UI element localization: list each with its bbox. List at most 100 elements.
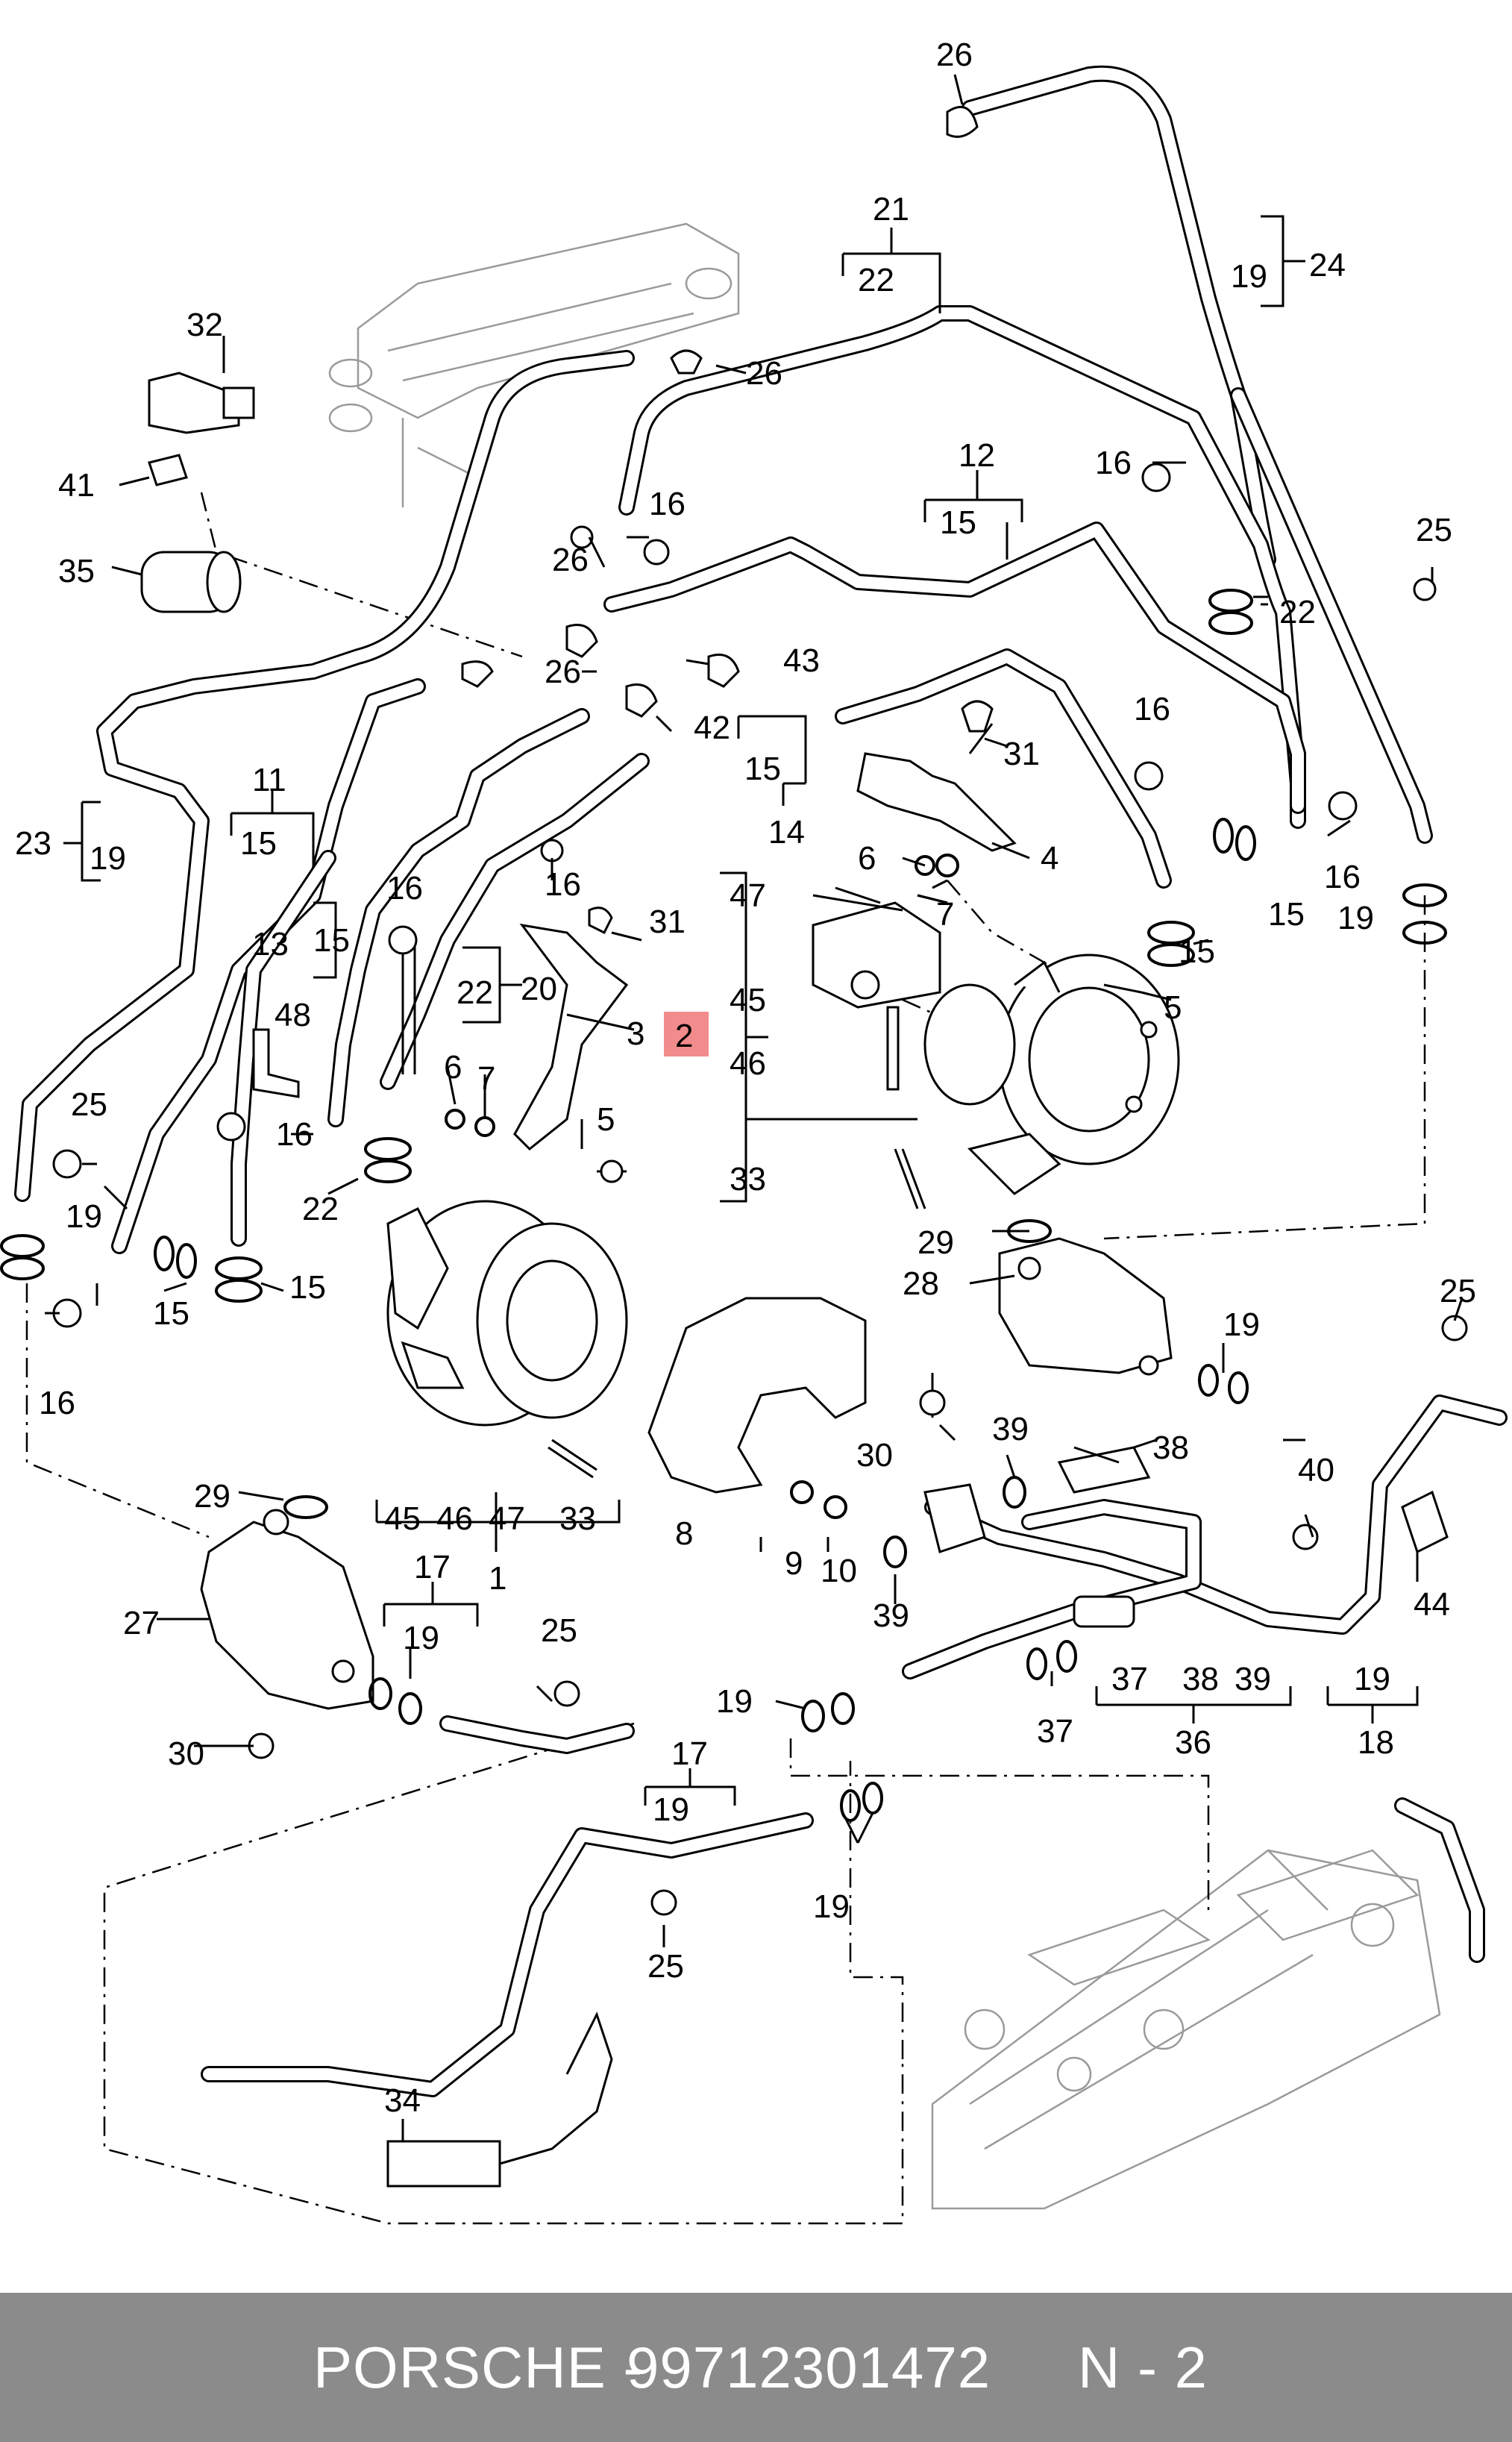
coolant-pipe	[923, 1446, 1151, 1628]
callout-15-d: 15	[1268, 896, 1305, 933]
bracket-48	[252, 1028, 300, 1098]
footer-page-label: N - 2	[1078, 2334, 1208, 2400]
callout-19-e: 19	[403, 1620, 439, 1656]
callout-35: 35	[58, 553, 95, 589]
callout-16-g: 16	[276, 1116, 313, 1153]
callout-15-g: 15	[289, 1269, 326, 1306]
callout-4: 4	[1041, 840, 1058, 877]
callout-48: 48	[275, 997, 311, 1033]
callout-40: 40	[1298, 1452, 1334, 1488]
callout-22-b: 22	[457, 974, 493, 1011]
callout-37-b: 37	[1037, 1713, 1073, 1750]
callout-13: 13	[252, 926, 289, 962]
manifold-27	[200, 1509, 374, 1710]
callout-16-f: 16	[386, 870, 423, 907]
callout-16-d: 16	[545, 866, 581, 903]
callout-19-d: 19	[1223, 1306, 1260, 1343]
callout-22-a: 22	[1279, 594, 1316, 630]
callout-19-g: 19	[716, 1683, 753, 1720]
callout-34: 34	[384, 2082, 421, 2119]
callout-47-a: 47	[730, 877, 766, 914]
footer-brand: PORSCHE -	[313, 2334, 644, 2400]
callouts: 26 21 22 19 2 4 32 26 41 16 12 15 16 25 3…	[15, 37, 1476, 2119]
callout-30-b: 30	[168, 1735, 204, 1772]
callout-16-h: 16	[39, 1385, 75, 1421]
callout-39-a: 39	[992, 1411, 1029, 1447]
callout-25-e: 25	[647, 1948, 684, 1985]
callout-39-b: 39	[873, 1597, 909, 1634]
fitting-32	[148, 372, 255, 434]
leader-lines	[45, 74, 1464, 2141]
valve-35	[140, 551, 242, 613]
callout-14: 14	[768, 814, 805, 851]
callout-28: 28	[903, 1265, 939, 1302]
callout-33-b: 33	[559, 1500, 596, 1537]
fasteners	[52, 463, 1468, 1916]
group-brackets	[63, 215, 1419, 1806]
callout-25-b: 25	[71, 1086, 107, 1123]
callout-31-a: 31	[1003, 736, 1040, 772]
callout-37-a: 37	[1111, 1661, 1148, 1697]
callout-45-b: 45	[384, 1500, 421, 1537]
callout-19-a: 19	[90, 840, 126, 877]
callout-3: 3	[627, 1015, 644, 1052]
turbocharger-right	[923, 954, 1180, 1195]
manifold-28	[998, 1237, 1173, 1376]
clamps	[148, 105, 1449, 1554]
callout-46-b: 46	[436, 1500, 473, 1537]
highlight-callout-2	[664, 1012, 709, 1056]
callout-19-c: 19	[66, 1198, 102, 1235]
callout-33-a: 33	[730, 1161, 766, 1197]
callout-38-b: 38	[1182, 1661, 1219, 1697]
callout-30-a: 30	[856, 1437, 893, 1474]
callout-23: 23	[15, 825, 51, 862]
wastegate-actuator	[812, 894, 941, 1091]
callout-15-h: 15	[153, 1295, 189, 1332]
callout-22-c: 22	[302, 1191, 339, 1227]
callout-32: 32	[186, 307, 223, 343]
callout-27: 27	[123, 1605, 160, 1641]
callout-9: 9	[785, 1545, 803, 1582]
callout-25-d: 25	[541, 1612, 577, 1649]
callout-46-a: 46	[730, 1045, 766, 1082]
control-module-34	[386, 2011, 613, 2188]
callout-31-b: 31	[649, 904, 686, 940]
callout-44: 44	[1414, 1586, 1450, 1623]
oil-cooler-outline	[328, 222, 740, 507]
callout-15-c: 15	[240, 825, 277, 862]
footer-bar: PORSCHE - 99712301472 N - 2	[0, 2293, 1512, 2442]
footer-part-number: 99712301472	[627, 2334, 991, 2400]
callout-43: 43	[783, 642, 820, 679]
callout-42: 42	[694, 710, 730, 746]
callout-22-top: 22	[858, 262, 894, 298]
callout-19-h: 19	[653, 1791, 689, 1828]
callout-8: 8	[675, 1515, 693, 1552]
callout-15-a: 15	[940, 504, 976, 541]
callout-16-a: 16	[1095, 445, 1132, 481]
callout-16-b: 16	[649, 486, 686, 522]
callout-6-b: 6	[444, 1049, 462, 1086]
callout-18: 18	[1358, 1724, 1394, 1761]
callout-29-a: 29	[917, 1224, 954, 1261]
parts-diagram: 26 21 22 19 2 4 32 26 41 16 12 15 16 25 3…	[0, 37, 1508, 2225]
callout-15-f: 15	[1179, 933, 1215, 970]
heat-shield	[647, 1297, 867, 1494]
callout-15-e: 15	[313, 922, 350, 959]
callout-17-a: 17	[414, 1549, 451, 1585]
callout-20: 20	[521, 971, 557, 1007]
callout-41: 41	[58, 467, 95, 504]
callout-19-b: 19	[1337, 900, 1374, 936]
turbocharger-left	[386, 1200, 628, 1427]
callout-12: 12	[959, 437, 995, 474]
bracket-3	[513, 923, 629, 1151]
callout-26-cooler: 26	[746, 355, 782, 392]
callout-5-b: 5	[597, 1101, 615, 1138]
callout-11: 11	[252, 762, 286, 798]
callout-26-b: 26	[552, 542, 589, 578]
callout-21: 21	[873, 191, 909, 228]
callout-19-f: 19	[1354, 1661, 1390, 1697]
callout-29-b: 29	[194, 1478, 230, 1515]
engine-block-outline	[931, 1849, 1441, 2210]
callout-2: 2	[675, 1018, 693, 1054]
callout-17-b: 17	[671, 1735, 708, 1772]
